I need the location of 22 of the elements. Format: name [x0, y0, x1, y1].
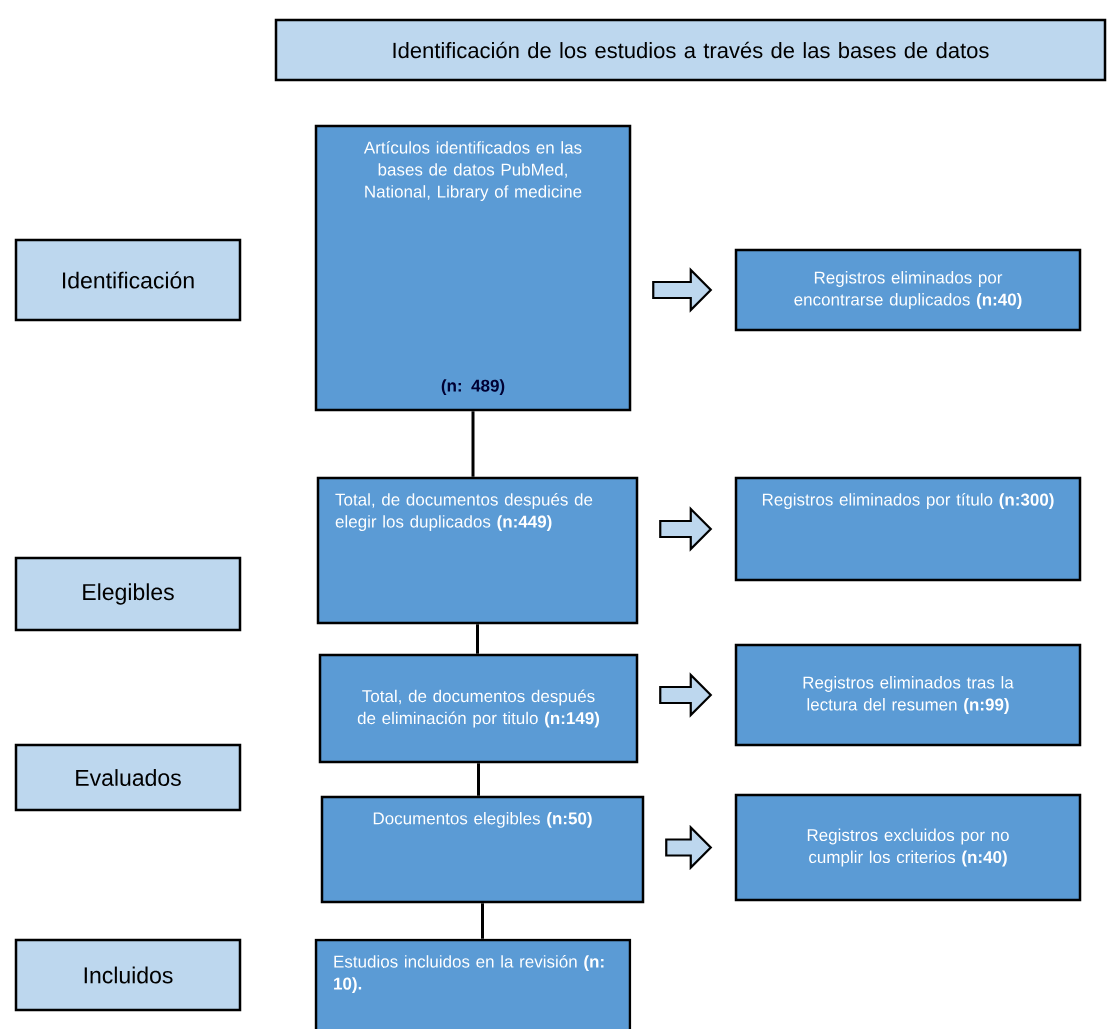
stage-box: Evaluados — [14, 743, 242, 812]
connector-line — [476, 624, 479, 654]
connector-line — [471, 411, 475, 477]
process-box: Estudios incluidos en la revisión (n: 10). — [314, 938, 632, 1029]
process-box: Registros eliminados por encontrarse duplicados (n:40) — [734, 248, 1082, 332]
process-box: Registros eliminados por título (n:300) — [734, 476, 1082, 582]
stage-box: Incluidos — [14, 938, 242, 1012]
block-arrow — [659, 506, 713, 552]
stage-box: Identificación de los estudios a través de las bases de datos — [274, 18, 1107, 82]
connector-line — [477, 763, 480, 796]
stage-box: Identificación — [14, 238, 242, 322]
process-box: Registros eliminados tras la lectura del resumen (n:99) — [734, 643, 1082, 747]
process-box: Artículos identificados en las bases de datos PubMed, National, Library of medicine (n: 489) — [314, 124, 632, 412]
process-box: Total, de documentos después de elegir los duplicados (n:449) — [316, 476, 639, 625]
stage-box: Elegibles — [14, 556, 242, 632]
process-box: Total, de documentos después de eliminación por titulo (n:149) — [318, 653, 639, 764]
block-arrow — [665, 824, 713, 871]
block-arrow — [659, 672, 713, 718]
block-arrow — [652, 267, 713, 313]
process-box: Documentos elegibles (n:50) — [320, 795, 645, 904]
connector-line — [481, 903, 484, 939]
process-box: Registros excluidos por no cumplir los criterios (n:40) — [734, 793, 1082, 902]
